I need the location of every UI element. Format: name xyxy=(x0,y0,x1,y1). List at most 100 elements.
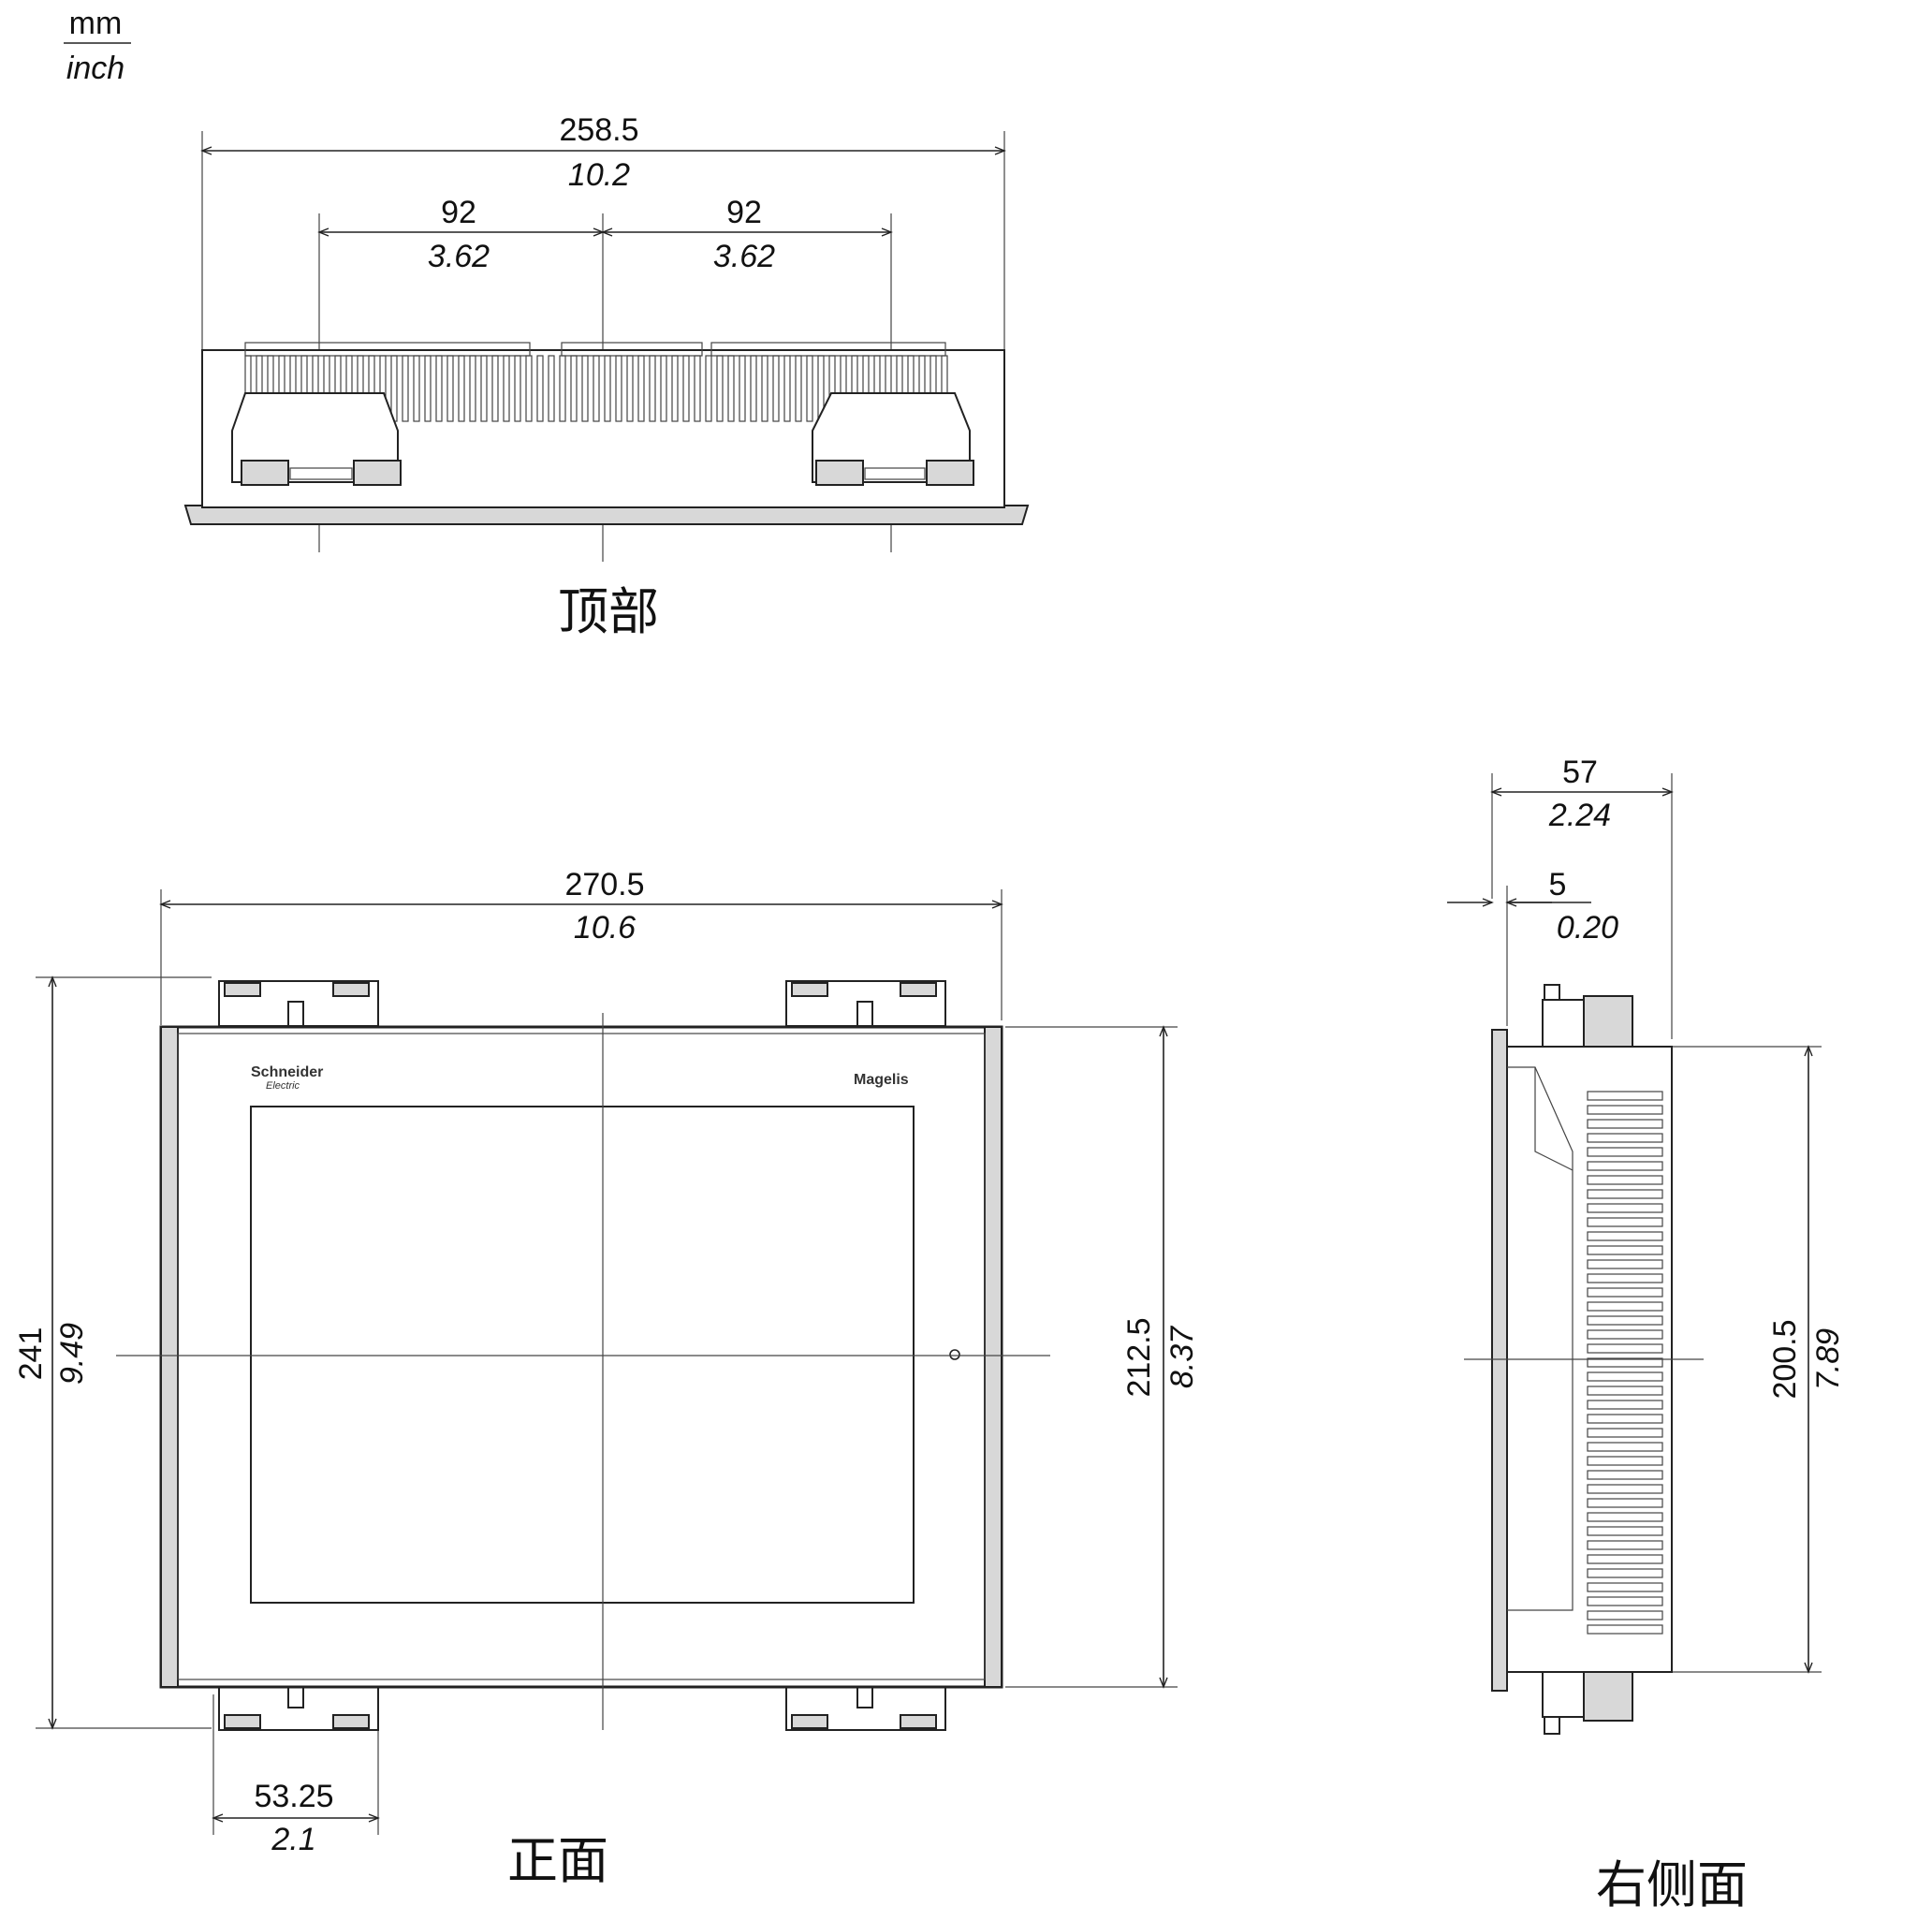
vent-slot xyxy=(1587,1287,1663,1298)
top-right-clip-dimension: 92 3.62 xyxy=(601,195,893,274)
vent-slot xyxy=(469,355,476,422)
vent-slot xyxy=(1587,1119,1663,1129)
vent-slot xyxy=(1587,1400,1663,1410)
vent-slot xyxy=(1587,1526,1663,1536)
top-width-inch: 10.2 xyxy=(568,157,630,193)
right-body-height-dimension: 200.5 7.89 xyxy=(1767,1045,1846,1674)
vent-slot xyxy=(1587,1470,1663,1480)
vent-slot xyxy=(660,355,667,422)
front-panel: Schneider Electric Magelis xyxy=(159,1025,1003,1689)
front-height-inch: 9.49 xyxy=(54,1323,90,1385)
vent-slot xyxy=(1587,1189,1663,1199)
vent-slot xyxy=(739,355,746,422)
right-view-caption: 右侧面 xyxy=(1596,1855,1748,1914)
vent-slot xyxy=(783,355,791,422)
front-body-height-mm: 212.5 xyxy=(1121,1317,1157,1397)
brand-logo-top: Schneider xyxy=(251,1064,323,1080)
vent-slot xyxy=(671,355,679,422)
product-name: Magelis xyxy=(854,1072,909,1088)
vent-slot xyxy=(424,355,432,422)
right-device-outline xyxy=(1491,984,1673,1735)
right-view: 57 2.24 5 0.20 200.5 7.89 xyxy=(1447,755,1846,1914)
vent-slot xyxy=(705,355,712,422)
top-width-mm: 258.5 xyxy=(559,112,638,148)
vent-slot xyxy=(1587,1091,1663,1101)
vent-slot xyxy=(615,355,622,422)
vent-slot xyxy=(604,355,611,422)
vent-slot xyxy=(1587,1442,1663,1452)
vent-slot xyxy=(514,355,521,422)
vent-slot xyxy=(503,355,510,422)
vent-slot xyxy=(795,355,802,422)
side-vent-slots xyxy=(1587,1091,1663,1635)
vent-slot xyxy=(1587,1133,1663,1143)
right-bezel-inch: 0.20 xyxy=(1557,910,1618,946)
vent-slot xyxy=(727,355,735,422)
vent-slot xyxy=(1587,1273,1663,1283)
vent-slot xyxy=(402,355,409,422)
top-left-clip-dimension: 92 3.62 xyxy=(317,195,605,274)
vent-slot xyxy=(1587,1386,1663,1396)
vent-slot xyxy=(480,355,488,422)
top-right-clip-mm: 92 xyxy=(726,195,762,230)
right-body-height-mm: 200.5 xyxy=(1767,1319,1803,1399)
vent-slot xyxy=(1587,1456,1663,1466)
vent-slot xyxy=(1587,1231,1663,1241)
vent-slot xyxy=(1587,1175,1663,1185)
unit-mm-label: mm xyxy=(69,6,123,41)
vent-slot xyxy=(536,355,544,422)
vent-slot xyxy=(1587,1484,1663,1494)
vent-slot xyxy=(1587,1329,1663,1340)
status-led xyxy=(949,1349,960,1360)
top-left-clip-mm: 92 xyxy=(441,195,476,230)
vent-slot xyxy=(446,355,454,422)
front-overall-height-dimension: 241 9.49 xyxy=(13,975,90,1730)
vent-slot xyxy=(570,355,578,422)
vent-slot xyxy=(1587,1596,1663,1606)
vent-slot xyxy=(559,355,566,422)
front-clip-width-dimension: 53.25 2.1 xyxy=(212,1779,380,1857)
vent-slot xyxy=(1587,1301,1663,1312)
vent-slot xyxy=(1587,1217,1663,1227)
front-view-caption: 正面 xyxy=(507,1831,608,1890)
vent-slot xyxy=(1587,1203,1663,1213)
vent-slot xyxy=(750,355,757,422)
vent-slot xyxy=(1587,1540,1663,1550)
vent-slot xyxy=(458,355,465,422)
vent-slot xyxy=(1587,1259,1663,1269)
vent-slot xyxy=(1587,1554,1663,1564)
vent-slot xyxy=(1587,1624,1663,1635)
vent-slot xyxy=(761,355,768,422)
vent-slot xyxy=(491,355,499,422)
vent-slot xyxy=(548,355,555,422)
vent-slot xyxy=(1587,1610,1663,1620)
units-legend: mm inch xyxy=(64,6,131,86)
front-width-inch: 10.6 xyxy=(574,910,636,946)
right-depth-inch: 2.24 xyxy=(1548,798,1611,833)
top-device-outline xyxy=(183,342,1030,525)
vent-slot xyxy=(413,355,420,422)
vent-slot xyxy=(1587,1512,1663,1522)
top-overall-width-dimension: 258.5 10.2 xyxy=(200,112,1006,193)
vent-slot xyxy=(1587,1105,1663,1115)
vent-slot xyxy=(581,355,589,422)
front-body-height-dimension: 212.5 8.37 xyxy=(1121,1025,1200,1689)
vent-slot xyxy=(1587,1315,1663,1326)
vent-slot xyxy=(716,355,724,422)
right-depth-mm: 57 xyxy=(1562,755,1598,790)
right-body-height-inch: 7.89 xyxy=(1810,1328,1846,1390)
vent-slot xyxy=(593,355,600,422)
top-view: 258.5 10.2 92 3.62 92 3.62 xyxy=(183,112,1030,641)
vent-slot xyxy=(435,355,443,422)
vent-slot xyxy=(1587,1343,1663,1354)
vent-slot xyxy=(1587,1147,1663,1157)
front-clip-width-mm: 53.25 xyxy=(254,1779,333,1814)
vent-slot xyxy=(1587,1568,1663,1578)
front-body-height-inch: 8.37 xyxy=(1164,1326,1200,1388)
vent-slot xyxy=(1587,1161,1663,1171)
vent-slot xyxy=(525,355,533,422)
vent-slot xyxy=(806,355,813,422)
vent-slot xyxy=(1587,1414,1663,1424)
